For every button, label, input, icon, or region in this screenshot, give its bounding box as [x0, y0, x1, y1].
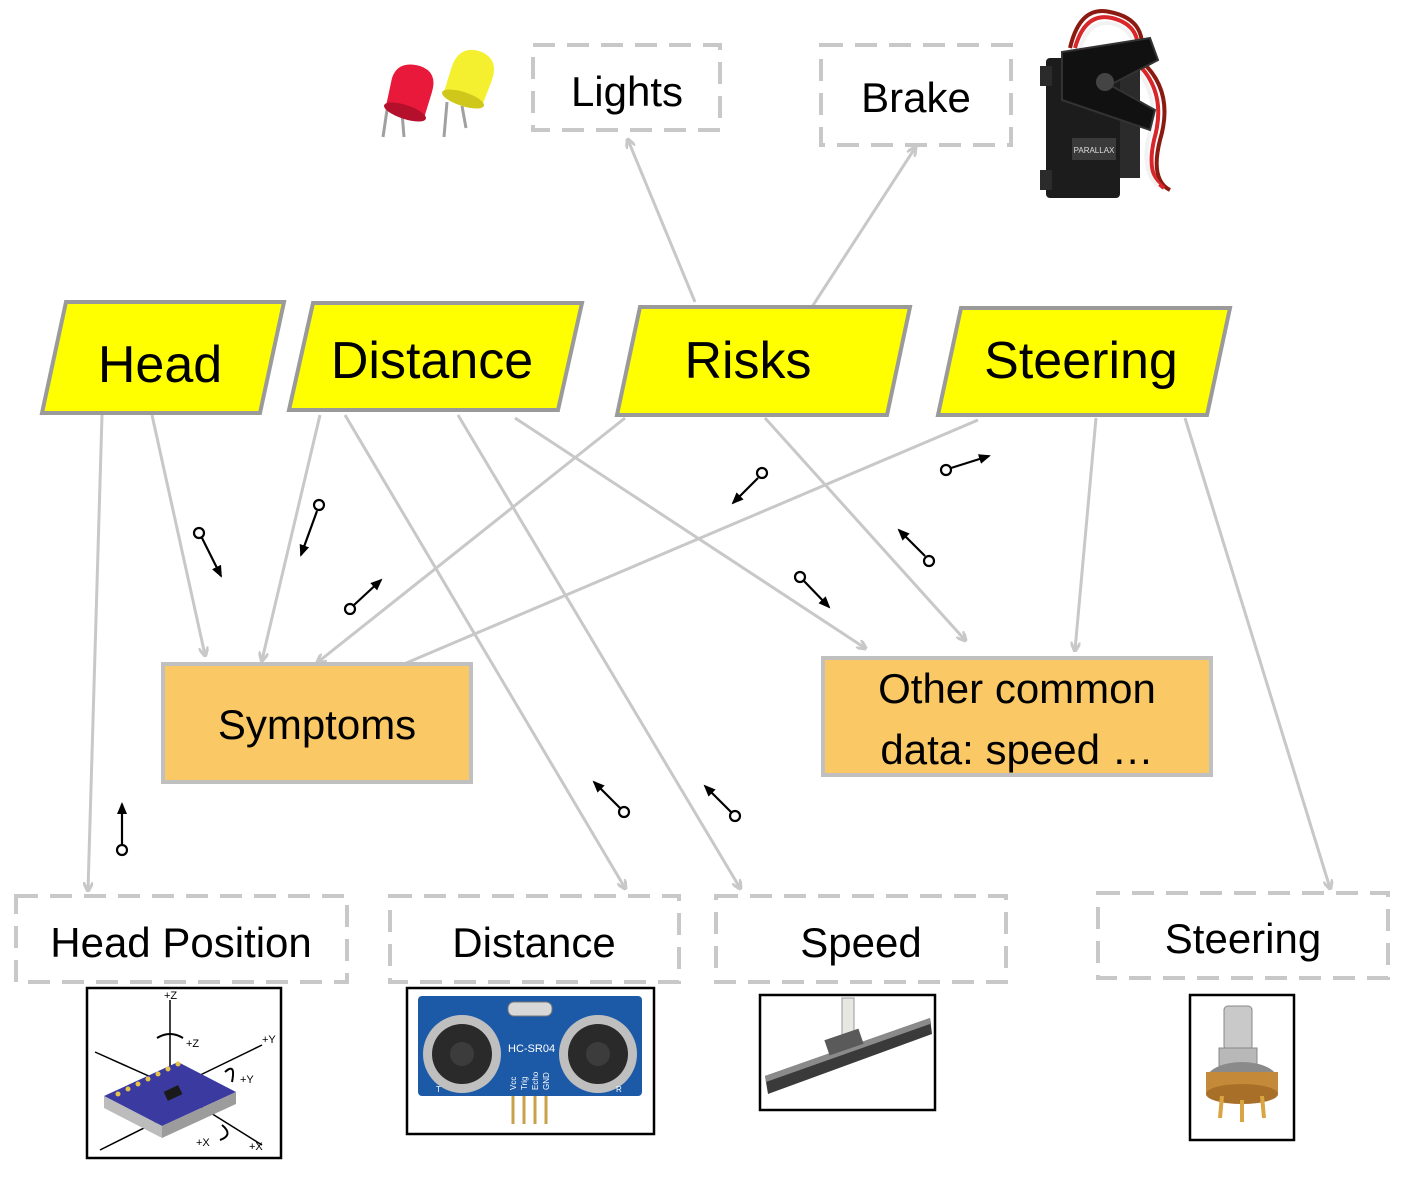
ultrasonic-r-label: R — [616, 1085, 622, 1094]
other-data-label-line2: data: speed … — [880, 726, 1153, 773]
brake-label: Brake — [861, 74, 971, 121]
flow-indicator — [939, 454, 991, 477]
flow-indicator — [299, 498, 326, 557]
flow-indicator — [731, 466, 769, 505]
edge-risks-to-brake — [808, 148, 915, 311]
ultrasonic-pin-label: Vcc — [509, 1077, 518, 1090]
slide-potentiometer-image — [758, 993, 937, 1112]
edge-distance-to-other-data — [514, 416, 865, 648]
speed-sensor-box — [714, 894, 1008, 984]
ultrasonic-pin-label: Echo — [531, 1071, 540, 1090]
edge-steering-to-symptoms — [378, 418, 979, 675]
module-head-label: Head — [98, 336, 222, 394]
ultrasonic-t-label: T — [436, 1085, 441, 1094]
symptoms-label: Symptoms — [218, 701, 416, 748]
imu-axis-label: +X — [196, 1137, 210, 1149]
servo-brand-text: PARALLAX — [1074, 146, 1115, 155]
imu-axis-label: +X — [249, 1141, 263, 1153]
data-flow-indicators — [115, 454, 991, 857]
head-position-label: Head Position — [50, 919, 312, 966]
symptoms-box: Symptoms — [161, 662, 473, 784]
lights-box — [531, 43, 722, 132]
edge-distance-to-distance-sensor — [343, 414, 625, 888]
imu-axis-label: +Y — [262, 1034, 276, 1046]
ultrasonic-pin-label: GND — [542, 1072, 551, 1090]
imu-axis-label: +Z — [186, 1038, 199, 1050]
edge-steering-to-other-data — [1075, 417, 1098, 650]
edge-head-to-symptoms — [150, 414, 205, 655]
other-data-label-line1: Other common — [878, 665, 1156, 712]
edge-risks-to-other-data — [763, 416, 965, 640]
connection-edges — [88, 140, 1330, 890]
module-steering: Steering — [935, 306, 1233, 417]
module-distance: Distance — [286, 301, 585, 412]
rotary-potentiometer-image — [1188, 993, 1296, 1142]
distance-sensor-box — [388, 894, 681, 984]
edge-distance-to-speed-sensor — [456, 414, 740, 888]
edge-distance-to-symptoms — [262, 414, 322, 660]
edge-steering-to-steering-sensor — [1183, 417, 1330, 888]
brake-box — [819, 43, 1013, 147]
lights-label: Lights — [571, 68, 683, 115]
module-risks-label: Risks — [684, 332, 811, 390]
flow-indicator — [343, 578, 383, 616]
module-distance-label: Distance — [331, 332, 533, 390]
flow-indicator — [703, 784, 742, 823]
module-steering-label: Steering — [984, 332, 1178, 390]
other-common-data-box: Other common data: speed … — [821, 656, 1213, 777]
edge-risks-to-lights — [628, 140, 697, 303]
flow-indicator — [897, 528, 936, 568]
steering-sensor-box — [1096, 891, 1390, 980]
module-head: Head — [39, 300, 287, 415]
servo-motor-image: PARALLAX — [1040, 9, 1172, 198]
imu-axis-label: +Y — [240, 1074, 254, 1086]
speed-sensor-label: Speed — [800, 919, 921, 966]
flow-indicator — [115, 802, 129, 857]
led-lights-image — [381, 49, 495, 138]
edge-head-to-head-position — [88, 414, 104, 890]
flow-indicator — [192, 526, 222, 578]
imu-sensor-image: +Z +Z +Y +Y +X +X — [85, 986, 283, 1160]
flow-indicator — [592, 780, 631, 819]
imu-axis-label: +Z — [164, 990, 177, 1002]
head-position-box — [14, 894, 349, 984]
edge-risks-to-symptoms — [318, 416, 626, 662]
ultrasonic-pin-label: Trig — [520, 1077, 529, 1090]
ultrasonic-sensor-image: HC-SR04 Vcc Trig Echo GND T R — [405, 986, 656, 1136]
steering-sensor-label: Steering — [1165, 915, 1321, 962]
flow-indicator — [793, 570, 831, 609]
module-risks: Risks — [614, 305, 913, 417]
ultrasonic-model-text: HC-SR04 — [508, 1043, 555, 1055]
distance-sensor-label: Distance — [452, 919, 615, 966]
